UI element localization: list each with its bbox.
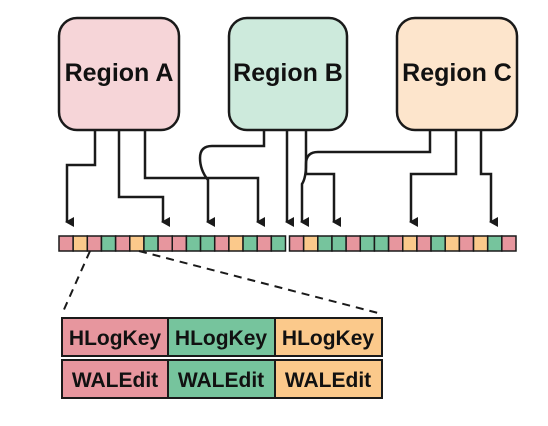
log-cell (402, 235, 418, 252)
connector-b-3 (304, 130, 341, 227)
entry-b-key-label: HLogKey (175, 327, 267, 350)
entry-b-edit-cell (167, 359, 276, 399)
log-cell (486, 235, 503, 252)
log-cell (270, 235, 287, 252)
log-cell (213, 235, 230, 252)
connector-a-2 (117, 130, 170, 227)
log-cell (387, 235, 404, 252)
connector-c-3 (479, 130, 498, 227)
region-a: Region A (57, 16, 181, 132)
connector-b-1 (198, 130, 266, 227)
region-a-label: Region A (65, 59, 174, 87)
entry-a-key-label: HLogKey (69, 327, 161, 350)
entry-a-edit-cell (61, 359, 169, 399)
log-cell (114, 235, 131, 252)
log-cell (185, 235, 202, 252)
region-b-label: Region B (233, 59, 343, 87)
log-cell (242, 235, 258, 252)
log-cell (458, 235, 475, 252)
connector-a-3 (143, 130, 265, 227)
log-cell (416, 235, 432, 252)
connector-c-1 (300, 130, 432, 227)
entry-a-edit-label: WALEdit (72, 369, 158, 392)
log-cell (199, 235, 216, 252)
entry-c-edit-cell (274, 359, 383, 399)
region-c: Region C (395, 16, 519, 132)
connectors (65, 130, 498, 227)
log-cell (331, 235, 347, 252)
entry-a-key-cell (61, 317, 169, 357)
log-cell (288, 235, 305, 252)
log-cell (228, 235, 244, 252)
log-strip (58, 235, 517, 252)
zoom-line-right (138, 250, 383, 315)
log-cell (359, 235, 376, 252)
log-cell (72, 235, 89, 252)
log-cell (129, 235, 145, 252)
log-cell (58, 235, 74, 252)
entry-b-edit-label: WALEdit (178, 369, 264, 392)
log-cell (430, 235, 446, 252)
connector-c-2 (409, 130, 458, 227)
log-entry-detail: HLogKey HLogKey HLogKey WALEdit WALEdit … (61, 317, 383, 399)
entry-c-edit-label: WALEdit (285, 369, 371, 392)
entry-c-key-label: HLogKey (282, 327, 374, 350)
log-cell (256, 235, 273, 252)
log-cell (472, 235, 489, 252)
log-cell (444, 235, 461, 252)
log-cell (345, 235, 362, 252)
region-b: Region B (227, 16, 349, 132)
region-c-label: Region C (402, 59, 512, 87)
log-cell (302, 235, 319, 252)
log-cell (100, 235, 117, 252)
log-cell (317, 235, 333, 252)
zoom-line-left (61, 250, 91, 315)
connector-a-1 (65, 130, 97, 227)
log-cell (86, 235, 103, 252)
zoom-lines (61, 250, 383, 315)
log-cell (157, 235, 173, 252)
entry-c-key-cell (274, 317, 383, 357)
log-cell (373, 235, 390, 252)
entry-b-key-cell (167, 317, 276, 357)
log-cell (501, 235, 517, 252)
log-cell (143, 235, 159, 252)
log-cell (171, 235, 188, 252)
